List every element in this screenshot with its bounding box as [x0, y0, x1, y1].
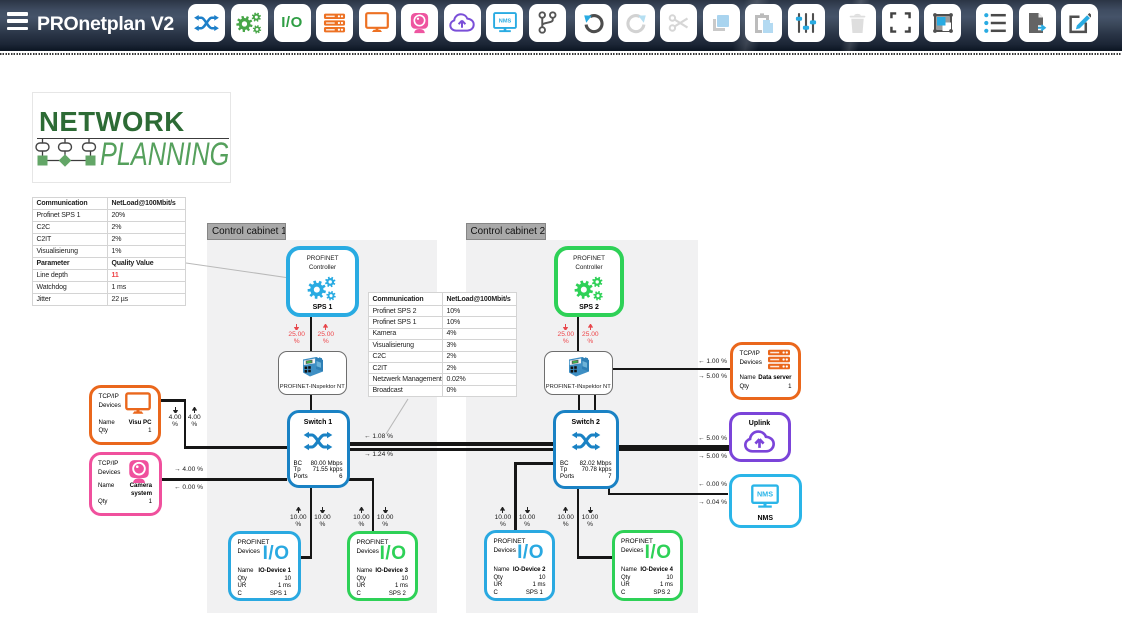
svg-text:NMS: NMS	[498, 19, 511, 25]
svg-text:NMS: NMS	[757, 489, 773, 498]
